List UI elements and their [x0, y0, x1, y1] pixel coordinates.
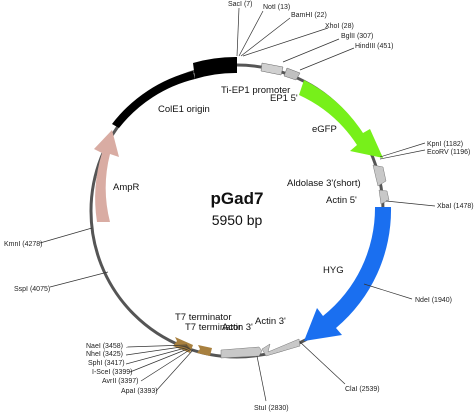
stui-leader [256, 355, 267, 402]
actin5-label: Actin 5' [326, 195, 357, 206]
sspi-site: SspI (4075) [14, 286, 50, 293]
actin3-feature-2 [220, 346, 263, 359]
actin3-label-2: Actin 3' [222, 322, 253, 333]
bamhi-site: BamHI (22) [291, 12, 327, 19]
hyg-label: HYG [323, 265, 344, 276]
iscei-leader [129, 347, 191, 373]
nhei-leader [125, 345, 189, 356]
t7-terminator-label: T7 terminator [175, 312, 232, 323]
egfp-feature [299, 80, 383, 158]
apai-site: ApaI (3393) [121, 388, 158, 395]
ecorv-leader [379, 149, 426, 160]
kmni-site: KmnI (4278) [4, 241, 43, 248]
noti-leader [238, 10, 264, 57]
plasmid-name: pGad7 [211, 189, 264, 208]
nhei-site: NheI (3425) [86, 351, 123, 358]
ecorv-site: EcoRV (1196) [427, 149, 470, 156]
xbai-site: XbaI (1478) [437, 203, 474, 210]
ampr-feature [94, 130, 119, 222]
promoter-feature [260, 62, 284, 76]
clai-site: ClaI (2539) [345, 386, 380, 393]
colE1-origin-feature-2 [193, 56, 237, 79]
hindiii-leader [299, 47, 355, 71]
avrii-leader [140, 348, 192, 382]
aldolase-feature [372, 164, 387, 187]
noti-site: NotI (13) [263, 4, 290, 11]
bglii-leader [282, 38, 340, 63]
stui-site: StuI (2830) [254, 405, 289, 412]
bamhi-leader [240, 17, 291, 57]
sphi-site: SphI (3417) [88, 360, 125, 367]
bglii-site: BglII (307) [341, 33, 373, 40]
xhoi-leader [242, 27, 329, 57]
saci-leader [236, 7, 240, 57]
kpni-leader [379, 142, 426, 158]
naei-site: NaeI (3458) [86, 343, 123, 350]
t7-terminator-feature [197, 345, 212, 356]
ep1-feature [283, 67, 301, 81]
actin5-feature [378, 189, 390, 205]
sphi-leader [125, 346, 190, 365]
apai-leader [155, 349, 194, 392]
avrii-site: AvrII (3397) [102, 378, 138, 385]
iscei-site: I-SceI (3399) [92, 369, 132, 376]
sspi-leader [49, 271, 109, 288]
actin3-feature [261, 338, 301, 357]
ndei-site: NdeI (1940) [415, 297, 452, 304]
aldolase-label: Aldolase 3'(short) [287, 178, 361, 189]
egfp-label: eGFP [312, 124, 337, 135]
kpni-site: KpnI (1182) [427, 141, 463, 148]
hindiii-site: HindIII (451) [355, 43, 394, 50]
ampr-label: AmpR [113, 182, 140, 193]
clai-leader [299, 341, 346, 385]
hyg-feature [304, 207, 392, 341]
ndei-leader [363, 283, 413, 300]
saci-site: SacI (7) [228, 1, 253, 8]
colE1-label: ColE1 origin [158, 104, 210, 115]
promoter-label: Ti-EP1 promoter [221, 85, 290, 96]
xhoi-site: XhoI (28) [325, 23, 354, 30]
naei-leader [125, 344, 188, 348]
xbai-leader [385, 200, 436, 207]
kmni-leader [39, 227, 93, 244]
t7-terminator-label-2: T7 terminator [185, 322, 242, 333]
actin3-label: Actin 3' [255, 316, 286, 327]
plasmid-size: 5950 bp [212, 212, 263, 228]
colE1-origin-feature [112, 71, 195, 128]
ep1-label: EP1 5' [270, 93, 298, 104]
